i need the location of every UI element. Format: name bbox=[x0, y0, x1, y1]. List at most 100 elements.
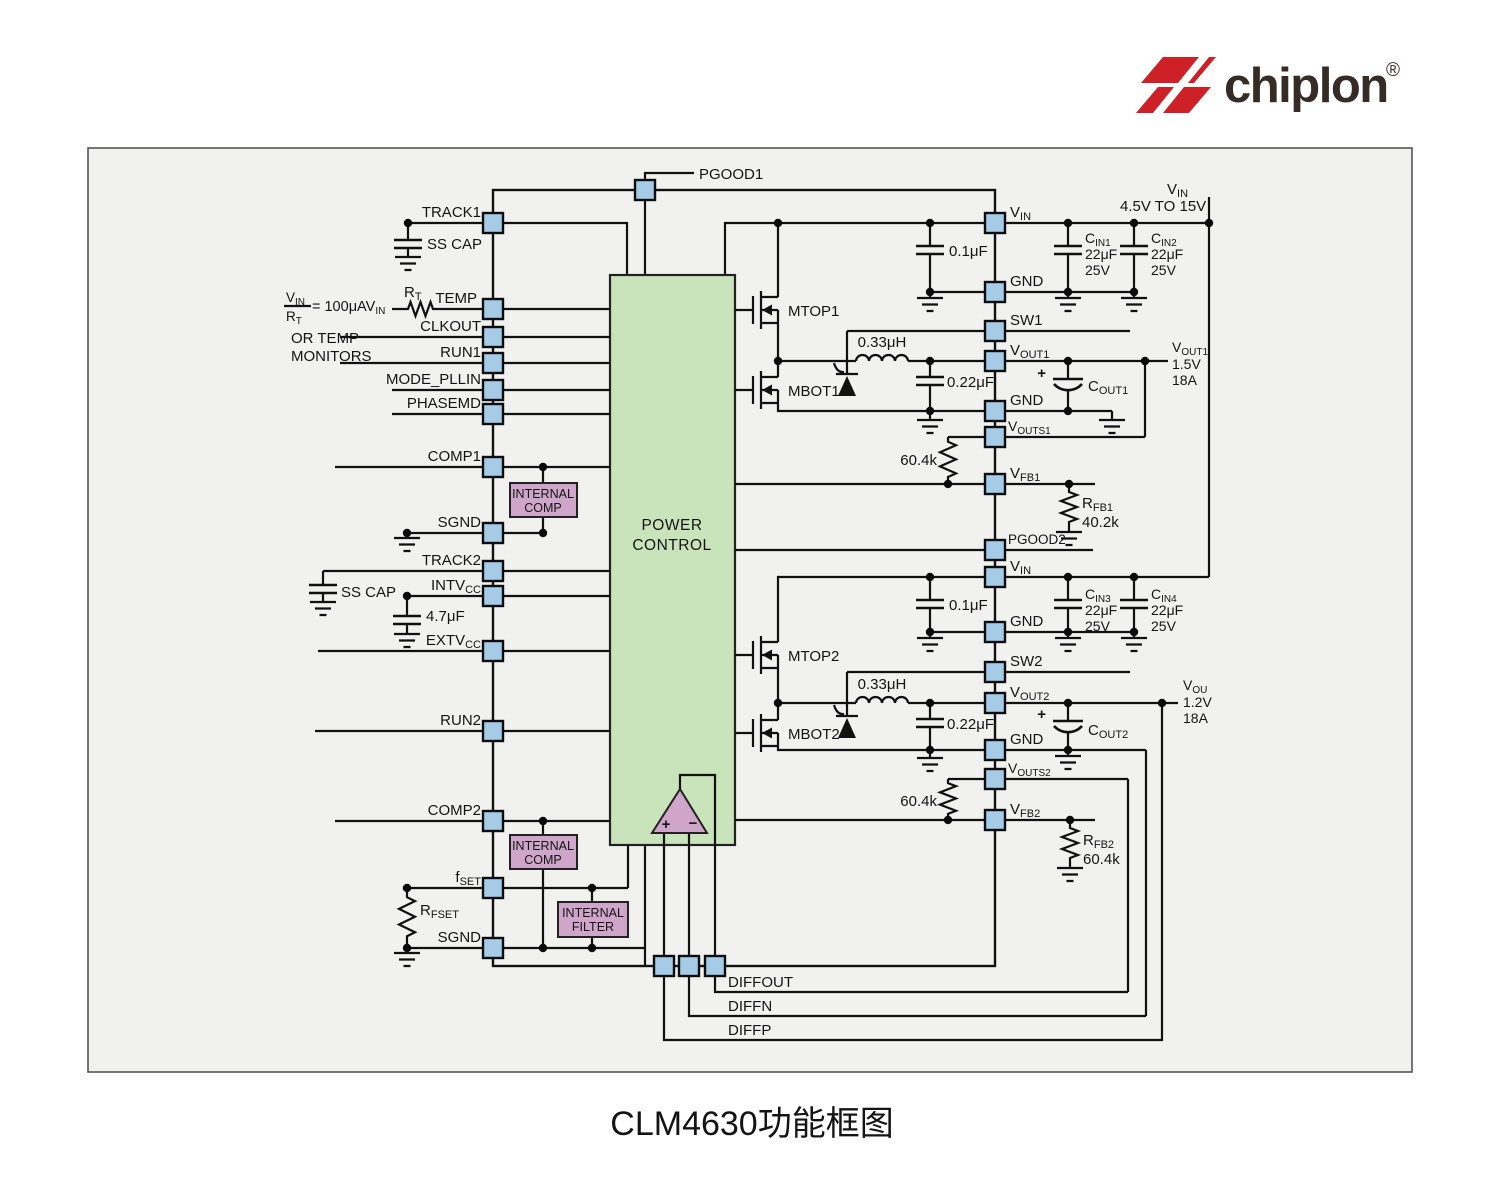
formula-numerator: VIN bbox=[286, 290, 305, 308]
label-pin-vouts1: VOUTS1 bbox=[1008, 418, 1051, 437]
svg-text:22μF: 22μF bbox=[1085, 602, 1117, 618]
label-pin-clkout: CLKOUT bbox=[420, 318, 481, 335]
wires-diff-sense bbox=[664, 703, 1162, 1040]
junction-dots bbox=[402, 218, 1214, 953]
pin-track1 bbox=[481, 211, 505, 235]
label-pin-diffout: DIFFOUT bbox=[728, 974, 793, 991]
svg-text:VOUT1: VOUT1 bbox=[1172, 339, 1208, 358]
label-pin-run2: RUN2 bbox=[440, 712, 481, 729]
internal-filter-box bbox=[557, 901, 629, 938]
svg-text:25V: 25V bbox=[1085, 618, 1111, 634]
diagram-panel bbox=[87, 147, 1413, 1073]
label-pin-gnd4: GND bbox=[1010, 731, 1044, 748]
label-cap-4u7: 4.7μF bbox=[426, 608, 465, 625]
pin-comp1 bbox=[481, 455, 505, 479]
label-vout1-rail: VOUT1 1.5V 18A bbox=[1172, 339, 1208, 388]
label-pin-vout1: VOUT1 bbox=[1010, 342, 1049, 361]
label-cap-0u22-ch2: 0.22μF bbox=[947, 716, 994, 733]
svg-text:RFB2: RFB2 bbox=[1083, 832, 1114, 851]
brand-name: chiplon bbox=[1224, 59, 1388, 113]
label-rt: RT bbox=[404, 284, 422, 303]
label-pin-diffp: DIFFP bbox=[728, 1022, 771, 1039]
svg-text:25V: 25V bbox=[1151, 262, 1177, 278]
internal-comp2-label-2: COMP bbox=[524, 853, 562, 867]
internal-comp1-label-1: INTERNAL bbox=[512, 487, 574, 501]
pin-gnd3 bbox=[983, 620, 1007, 644]
opamp-minus-label: − bbox=[689, 815, 698, 832]
label-vout2-rail: VOU 1.2V 18A bbox=[1183, 677, 1212, 726]
svg-text:COUT2: COUT2 bbox=[1088, 722, 1128, 741]
pin-diffp bbox=[652, 954, 676, 978]
label-pin-temp: TEMP bbox=[435, 290, 477, 307]
label-pin-track2: TRACK2 bbox=[422, 552, 481, 569]
pin-sw2 bbox=[983, 660, 1007, 684]
label-ss-cap2: SS CAP bbox=[341, 584, 396, 601]
label-r604-ch1: 60.4k bbox=[900, 452, 937, 469]
internal-filter-label-2: FILTER bbox=[572, 920, 614, 934]
internal-comp-box2 bbox=[509, 834, 578, 870]
pin-diffn bbox=[677, 954, 701, 978]
label-pin-extvcc: EXTVCC bbox=[426, 632, 481, 651]
label-pin-vin2: VIN bbox=[1010, 558, 1031, 577]
svg-text:1.2V: 1.2V bbox=[1183, 694, 1212, 710]
label-cap-0u1-ch1: 0.1μF bbox=[949, 243, 988, 260]
svg-text:18A: 18A bbox=[1172, 372, 1198, 388]
label-pin-vouts2: VOUTS2 bbox=[1008, 760, 1051, 779]
label-pin-sgnd2: SGND bbox=[438, 929, 482, 946]
label-pin-mode-pllin: MODE_PLLIN bbox=[386, 371, 481, 388]
opamp-plus-label: + bbox=[662, 816, 671, 833]
svg-text:25V: 25V bbox=[1151, 618, 1177, 634]
svg-text:60.4k: 60.4k bbox=[1083, 851, 1120, 868]
label-pin-sw1: SW1 bbox=[1010, 312, 1043, 329]
label-mbot1: MBOT1 bbox=[788, 383, 840, 400]
label-pin-pgood1: PGOOD1 bbox=[699, 166, 763, 183]
svg-text:1.5V: 1.5V bbox=[1172, 356, 1201, 372]
svg-text:VOU: VOU bbox=[1183, 677, 1207, 696]
svg-text:CIN1: CIN1 bbox=[1085, 230, 1111, 249]
svg-text:25V: 25V bbox=[1085, 262, 1111, 278]
pin-vfb1 bbox=[983, 472, 1007, 496]
label-pin-sgnd1: SGND bbox=[438, 514, 482, 531]
label-pin-vfb2: VFB2 bbox=[1010, 801, 1040, 820]
label-pin-vin1: VIN bbox=[1010, 204, 1031, 223]
internal-comp2-label-1: INTERNAL bbox=[512, 839, 574, 853]
svg-text:22μF: 22μF bbox=[1085, 246, 1117, 262]
label-rfb1: RFB1 40.2k bbox=[1082, 495, 1119, 531]
label-cap-0u1-ch2: 0.1μF bbox=[949, 597, 988, 614]
pin-vfb2 bbox=[983, 808, 1007, 832]
label-pin-vfb1: VFB1 bbox=[1010, 465, 1040, 484]
formula-denominator: RT bbox=[286, 309, 302, 327]
label-pin-track1: TRACK1 bbox=[422, 204, 481, 221]
pin-pgood1 bbox=[633, 178, 657, 202]
pin-vout2 bbox=[983, 691, 1007, 715]
pin-vouts2 bbox=[983, 767, 1007, 791]
diff-amp-icon bbox=[650, 787, 709, 834]
label-mbot2: MBOT2 bbox=[788, 726, 840, 743]
pin-run2 bbox=[481, 719, 505, 743]
label-pin-fset: fSET bbox=[455, 869, 481, 888]
pin-mode-pllin bbox=[481, 378, 505, 402]
label-rfset: RFSET bbox=[420, 902, 459, 921]
label-pin-gnd1: GND bbox=[1010, 273, 1044, 290]
label-cin4: CIN4 22μF 25V bbox=[1151, 586, 1183, 634]
pin-comp2 bbox=[481, 809, 505, 833]
label-pin-diffn: DIFFN bbox=[728, 998, 772, 1015]
pin-pgood2 bbox=[983, 538, 1007, 562]
pin-gnd2 bbox=[983, 399, 1007, 423]
pin-diffout bbox=[703, 954, 727, 978]
svg-text:CIN4: CIN4 bbox=[1151, 586, 1177, 605]
label-pin-run1: RUN1 bbox=[440, 344, 481, 361]
pin-phasemd bbox=[481, 402, 505, 426]
svg-text:40.2k: 40.2k bbox=[1082, 514, 1119, 531]
pin-sgnd2 bbox=[481, 936, 505, 960]
brand-logo: chiplon ® bbox=[1136, 57, 1400, 113]
label-inductor2: 0.33μH bbox=[858, 676, 907, 693]
svg-text:22μF: 22μF bbox=[1151, 246, 1183, 262]
svg-text:+: + bbox=[1037, 706, 1046, 723]
wires-internal bbox=[543, 173, 715, 966]
formula-line2: OR TEMP bbox=[291, 330, 359, 347]
power-control-label-1: POWER bbox=[641, 517, 702, 534]
label-ss-cap1: SS CAP bbox=[427, 236, 482, 253]
label-pin-phasemd: PHASEMD bbox=[407, 395, 481, 412]
internal-filter-label-1: INTERNAL bbox=[562, 906, 624, 920]
